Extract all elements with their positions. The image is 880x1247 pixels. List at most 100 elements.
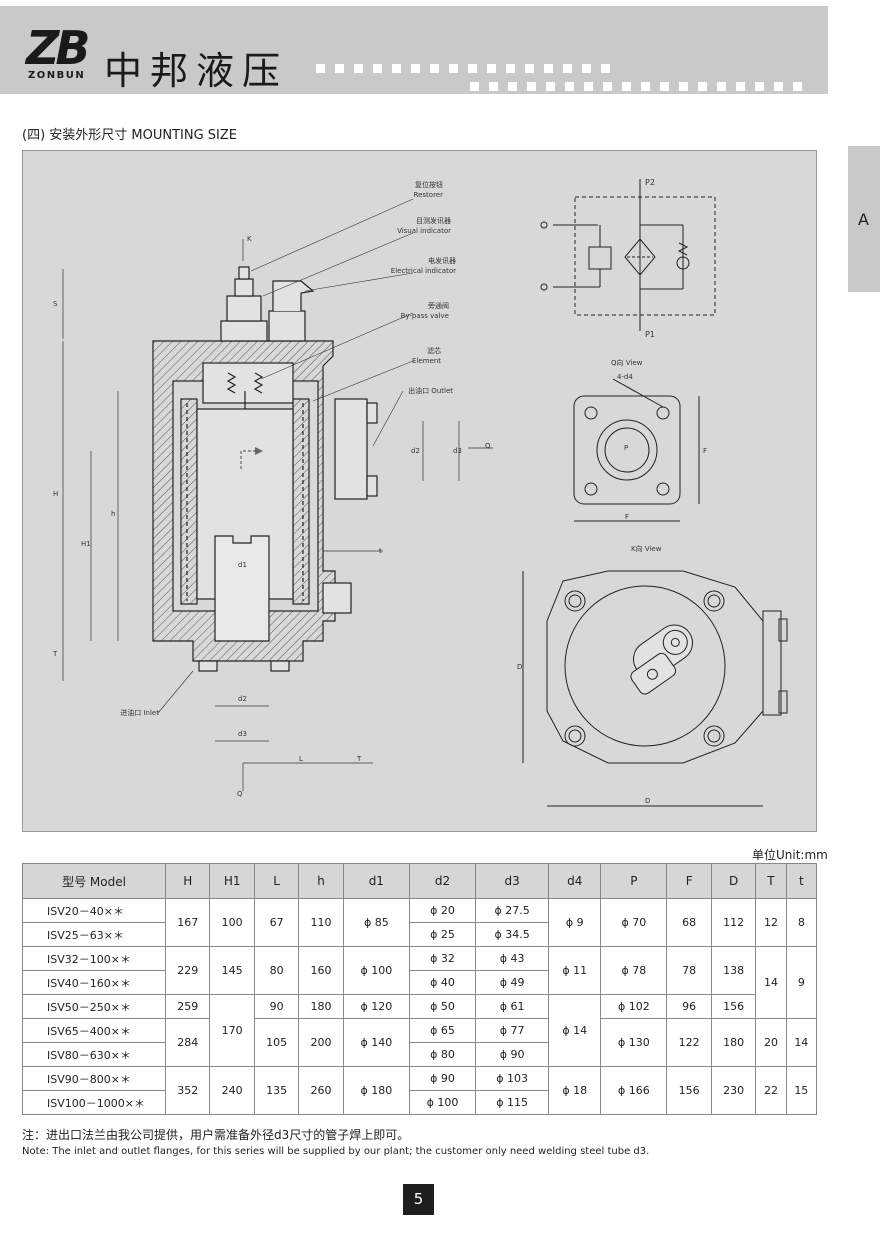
q-view-label: Q向 View bbox=[611, 358, 643, 367]
callout-element-en: Element bbox=[412, 357, 441, 365]
cell-T: 22 bbox=[755, 1066, 787, 1115]
model-cell: ISV100－1000×＊ bbox=[22, 1090, 166, 1115]
section-dimensions bbox=[62, 239, 493, 791]
dim-h: h bbox=[111, 510, 115, 518]
cell-H1: 100 bbox=[209, 898, 255, 947]
cell-d2: ϕ 32 bbox=[408, 946, 477, 971]
cell-d3: ϕ 115 bbox=[475, 1090, 550, 1115]
cell-P: ϕ 102 bbox=[600, 994, 668, 1019]
side-tab-letter: A bbox=[858, 210, 869, 229]
callouts bbox=[157, 198, 414, 714]
q-view-P: P bbox=[624, 444, 628, 452]
callout-bypass-cn: 旁通阀 bbox=[428, 301, 449, 310]
callout-visual-cn: 目测发讯器 bbox=[416, 216, 451, 225]
cell-d4: ϕ 14 bbox=[548, 994, 602, 1067]
symbol-P1: P1 bbox=[645, 330, 655, 339]
cell-h: 260 bbox=[298, 1066, 344, 1115]
company-name: 中邦液压 bbox=[104, 49, 289, 93]
company-logo: ZB ZONBUN bbox=[26, 21, 94, 84]
k-view-top bbox=[522, 570, 788, 807]
col-H1: H1 bbox=[209, 863, 255, 899]
callout-electrical-en: Electrical indicator bbox=[391, 267, 456, 275]
dim-d2: d2 bbox=[238, 695, 247, 703]
dim-d3: d3 bbox=[238, 730, 247, 738]
cell-d4: ϕ 18 bbox=[548, 1066, 602, 1115]
col-d1: d1 bbox=[342, 863, 410, 899]
cell-d3: ϕ 61 bbox=[475, 994, 550, 1019]
callout-bypass-en: By-pass valve bbox=[401, 312, 449, 320]
table-row: ISV20－40×＊ 167 100 67 110 ϕ 85 ϕ 20 ϕ 27… bbox=[22, 898, 818, 947]
cell-T: 20 bbox=[755, 1018, 787, 1067]
cell-d3: ϕ 27.5 bbox=[475, 898, 550, 923]
cell-t: 8 bbox=[785, 898, 818, 947]
cell-d3: ϕ 90 bbox=[475, 1042, 550, 1067]
callout-labels: 复位按钮 Restorer 目测发讯器 Visual indicator 电发讯… bbox=[120, 180, 456, 717]
col-d2: d2 bbox=[408, 863, 477, 899]
cell-F: 78 bbox=[666, 946, 712, 995]
k-view-D-side: D bbox=[517, 663, 522, 671]
dim-H1: H1 bbox=[81, 540, 91, 548]
model-cell: ISV20－40×＊ bbox=[22, 898, 166, 923]
cell-d3: ϕ 43 bbox=[475, 946, 550, 971]
model-cell: ISV90－800×＊ bbox=[22, 1066, 166, 1091]
k-view-label: K向 View bbox=[631, 544, 662, 553]
callout-visual-en: Visual indicator bbox=[397, 227, 451, 235]
cell-d1: ϕ 100 bbox=[342, 946, 410, 995]
unit-label: 单位Unit:mm bbox=[752, 848, 828, 862]
table-row: ISV90－800×＊ 352 240 135 260 ϕ 180 ϕ 90 ϕ… bbox=[22, 1066, 818, 1115]
dim-t: t bbox=[379, 547, 382, 555]
model-cell: ISV25－63×＊ bbox=[22, 922, 166, 947]
cell-h: 200 bbox=[298, 1018, 344, 1067]
dim-d1: d1 bbox=[238, 561, 247, 569]
cell-d4: ϕ 9 bbox=[548, 898, 602, 947]
cell-T: 12 bbox=[755, 898, 787, 947]
cell-D: 156 bbox=[710, 994, 757, 1019]
note-english: Note: The inlet and outlet flanges, for … bbox=[22, 1146, 650, 1157]
table-row: ISV40－160×＊ ϕ 40 ϕ 49 bbox=[22, 970, 817, 995]
cell-L: 105 bbox=[253, 1018, 300, 1067]
dim-H: H bbox=[53, 490, 58, 498]
cell-d3: ϕ 103 bbox=[475, 1066, 550, 1091]
logo-text: ZONBUN bbox=[28, 70, 86, 81]
cell-t: 9 bbox=[785, 946, 818, 1019]
dim-d2-side: d2 bbox=[411, 447, 420, 455]
q-view-d4: 4-d4 bbox=[617, 373, 633, 381]
dim-T: T bbox=[52, 650, 58, 658]
dim-d3-side: d3 bbox=[453, 447, 462, 455]
table-row: ISV25－63×＊ ϕ 25 ϕ 34.5 bbox=[22, 922, 817, 947]
cell-t: 15 bbox=[785, 1066, 818, 1115]
model-cell: ISV80－630×＊ bbox=[22, 1042, 166, 1067]
section-view bbox=[152, 266, 378, 672]
cell-d2: ϕ 80 bbox=[408, 1042, 477, 1067]
table-header-row: 型号 Model H H1 L h d1 d2 d3 d4 P F D T t bbox=[22, 863, 818, 899]
symbol-P2: P2 bbox=[645, 178, 655, 187]
cell-d2: ϕ 65 bbox=[408, 1018, 477, 1043]
cell-P: ϕ 78 bbox=[600, 946, 668, 995]
logo-mark: ZB bbox=[26, 21, 90, 75]
col-D: D bbox=[710, 863, 757, 899]
cell-D: 230 bbox=[710, 1066, 757, 1115]
cell-d3: ϕ 49 bbox=[475, 970, 550, 995]
page-number: 5 bbox=[403, 1184, 434, 1215]
col-T: T bbox=[755, 863, 787, 899]
cell-L: 90 bbox=[253, 994, 300, 1019]
callout-restorer-cn: 复位按钮 bbox=[415, 180, 443, 189]
callout-outlet: 出油口 Outlet bbox=[408, 386, 453, 395]
cell-d2: ϕ 100 bbox=[408, 1090, 477, 1115]
cell-H: 284 bbox=[164, 1018, 211, 1067]
cell-h: 110 bbox=[298, 898, 344, 947]
side-tab: A bbox=[848, 146, 880, 292]
dim-Q-side: Q bbox=[485, 442, 491, 450]
table-row: ISV32－100×＊ 229 145 80 160 ϕ 100 ϕ 32 ϕ … bbox=[22, 946, 818, 1019]
cell-T: 14 bbox=[755, 946, 787, 1019]
cell-F: 122 bbox=[666, 1018, 712, 1067]
callout-inlet: 进油口 Inlet bbox=[120, 708, 159, 717]
dim-S: S bbox=[53, 300, 58, 308]
q-view-F-bottom: F bbox=[625, 513, 629, 521]
table-row: ISV50－250×＊ 259 170 90 180 ϕ 120 ϕ 50 ϕ … bbox=[22, 994, 817, 1067]
note-chinese: 注：进出口法兰由我公司提供，用户需准备外径d3尺寸的管子焊上即可。 bbox=[22, 1128, 410, 1142]
k-view-D-bottom: D bbox=[645, 797, 650, 805]
cell-d2: ϕ 20 bbox=[408, 898, 477, 923]
spec-table: 型号 Model H H1 L h d1 d2 d3 d4 P F D T t … bbox=[22, 863, 818, 1115]
cell-d3: ϕ 34.5 bbox=[475, 922, 550, 947]
